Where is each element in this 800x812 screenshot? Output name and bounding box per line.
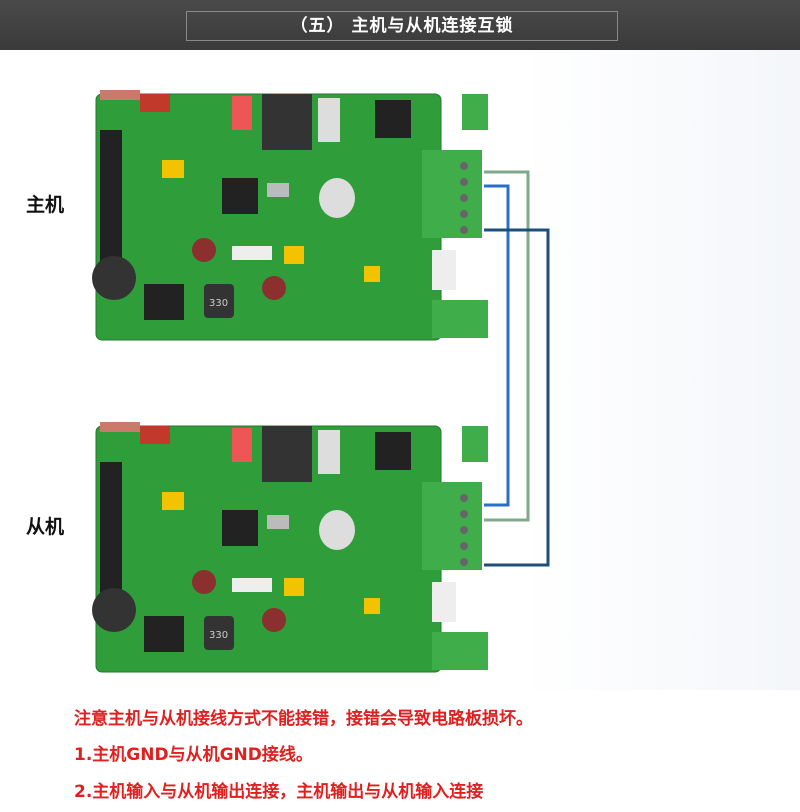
gnd-wire (484, 170, 530, 522)
inductor-label-master: 330 (209, 298, 228, 309)
inductor-label-slave: 330 (209, 630, 228, 641)
warning-text: 注意主机与从机接线方式不能接错，接错会导致电路板损坏。 (74, 709, 533, 729)
instruction-item-2: 2.主机输入与从机输出连接，主机输出与从机输入连接 (74, 782, 484, 802)
section-header: （五） 主机与从机连接互锁 (0, 0, 800, 50)
master-input-wire (484, 184, 510, 507)
slave-label: 从机 (26, 516, 65, 538)
master-board-image: 330 (92, 90, 488, 341)
background-decoration (520, 50, 800, 690)
slave-board-image: 330 (92, 422, 488, 673)
master-label: 主机 (26, 194, 65, 216)
header-frame: （五） 主机与从机连接互锁 (186, 11, 618, 41)
master-output-wire (484, 228, 550, 567)
instruction-item-1: 1.主机GND与从机GND接线。 (74, 745, 313, 765)
header-title: （五） 主机与从机连接互锁 (290, 16, 514, 36)
